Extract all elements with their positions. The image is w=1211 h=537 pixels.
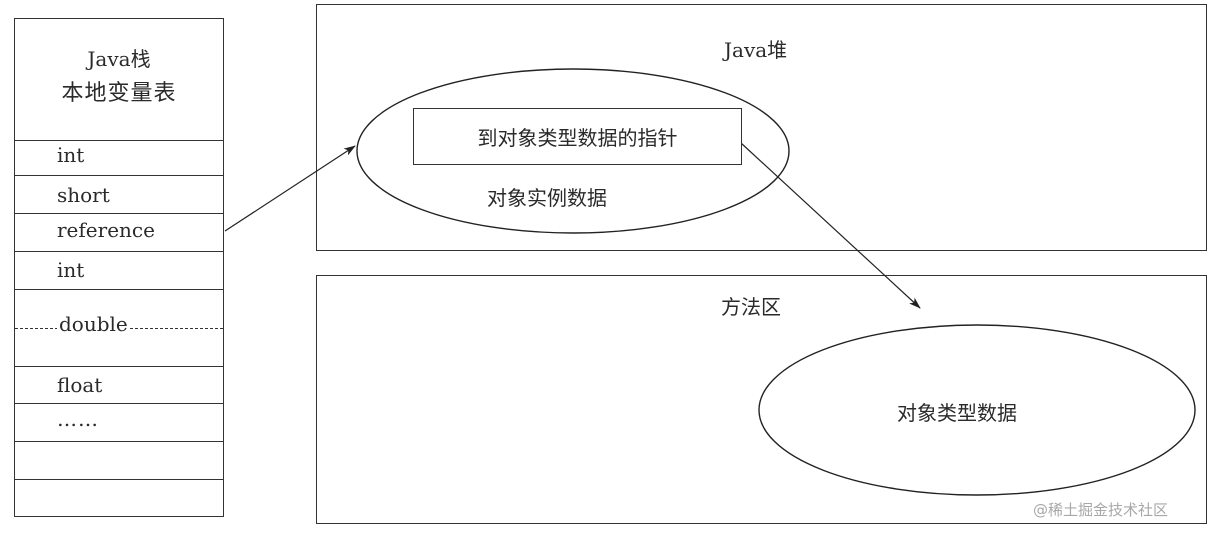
row-label: int — [57, 143, 85, 167]
row-label: float — [57, 373, 103, 397]
stack-row-int: int — [15, 140, 223, 175]
stack-row-double: double — [15, 289, 223, 366]
stack-row-short: short — [15, 175, 223, 213]
row-label: double — [57, 312, 130, 336]
heap-title: Java堆 — [724, 38, 788, 62]
row-label: …… — [57, 407, 99, 431]
type-pointer-label: 到对象类型数据的指针 — [477, 126, 678, 150]
stack-row-int-2: int — [15, 251, 223, 289]
row-label: short — [57, 183, 110, 207]
type-pointer-box: 到对象类型数据的指针 — [413, 108, 742, 165]
stack-row-float: float — [15, 366, 223, 403]
stack-header: Java栈 本地变量表 — [15, 19, 223, 140]
stack-subtitle: 本地变量表 — [61, 81, 177, 106]
instance-data-label: 对象实例数据 — [487, 186, 607, 210]
row-label: int — [57, 258, 85, 282]
type-data-label: 对象类型数据 — [897, 401, 1017, 425]
method-area-title: 方法区 — [721, 295, 781, 319]
stack-title: Java栈 — [87, 47, 151, 71]
java-stack-table: Java栈 本地变量表 int short reference int doub… — [14, 18, 224, 517]
watermark: @稀土掘金技术社区 — [1033, 501, 1169, 519]
stack-row-empty — [15, 441, 223, 479]
stack-row-empty — [15, 479, 223, 518]
stack-row-reference: reference — [15, 213, 223, 251]
stack-row-ellipsis: …… — [15, 403, 223, 441]
row-label: reference — [57, 218, 155, 242]
